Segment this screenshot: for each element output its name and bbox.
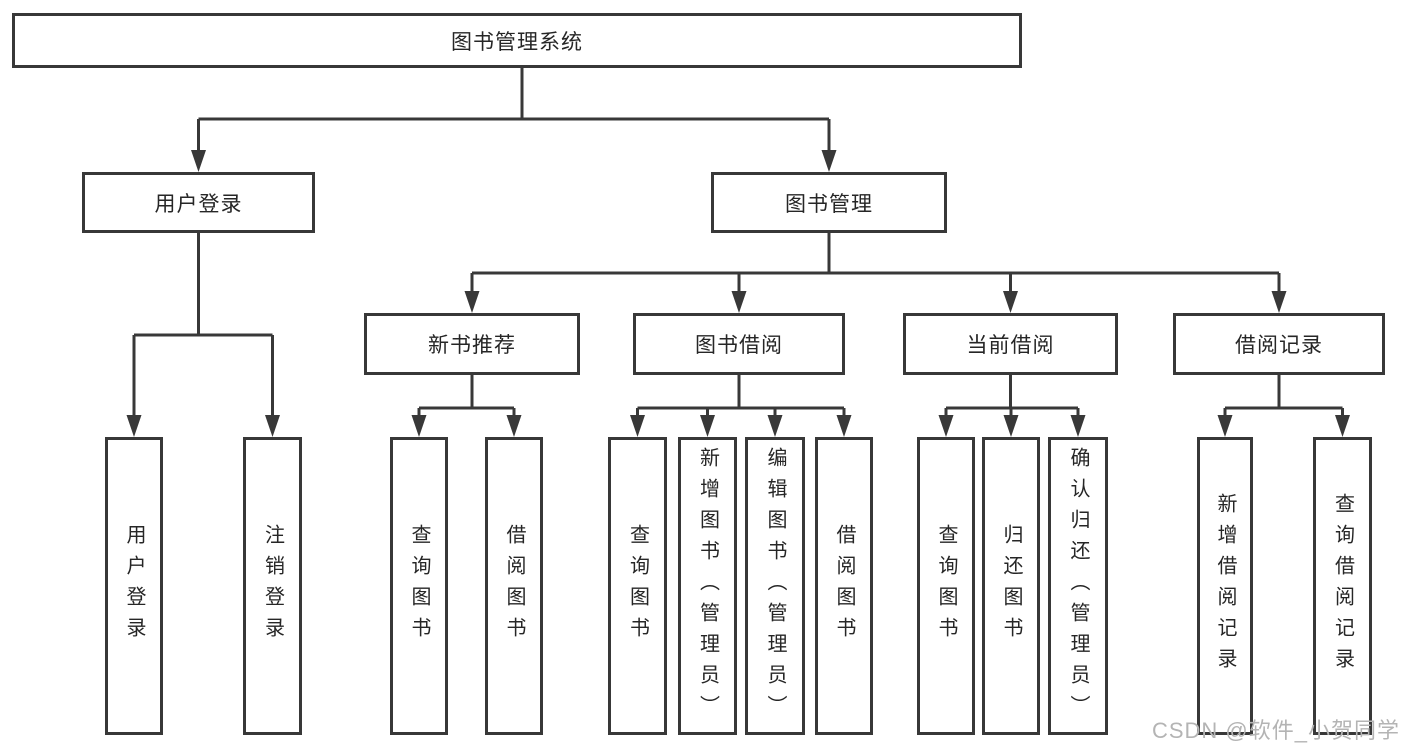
arrowhead-icons bbox=[126, 150, 1350, 437]
leaf-add-books-admin: 新增图书（管理员） bbox=[678, 437, 737, 735]
node-label: 借阅图书 bbox=[833, 524, 855, 648]
tree-edges bbox=[132, 68, 1344, 420]
node-book-management-system: 图书管理系统 bbox=[12, 13, 1022, 68]
node-label: 归还图书 bbox=[1000, 524, 1022, 648]
node-label: 图书借阅 bbox=[695, 334, 783, 357]
node-label: 查询图书 bbox=[935, 524, 957, 648]
node-label: 用户登录 bbox=[154, 192, 243, 216]
node-label: 注销登录 bbox=[261, 524, 284, 648]
node-label: 新书推荐 bbox=[428, 334, 516, 357]
leaf-add-borrow-record: 新增借阅记录 bbox=[1197, 437, 1253, 735]
leaf-borrow-books-recommend: 借阅图书 bbox=[485, 437, 543, 735]
node-book-management: 图书管理 bbox=[711, 172, 947, 233]
node-label: 查询借阅记录 bbox=[1331, 493, 1354, 679]
node-label: 查询图书 bbox=[408, 524, 430, 648]
node-label: 用户登录 bbox=[123, 524, 145, 648]
leaf-edit-books-admin: 编辑图书（管理员） bbox=[745, 437, 805, 735]
node-label: 查询图书 bbox=[626, 524, 649, 648]
node-label: 新增图书（管理员） bbox=[696, 446, 719, 726]
leaf-query-books-current: 查询图书 bbox=[917, 437, 975, 735]
leaf-logout: 注销登录 bbox=[243, 437, 302, 735]
node-user-login: 用户登录 bbox=[82, 172, 315, 233]
node-label: 借阅记录 bbox=[1235, 334, 1323, 357]
node-label: 确认归还（管理员） bbox=[1067, 446, 1089, 726]
leaf-query-books-borrowing: 查询图书 bbox=[608, 437, 667, 735]
csdn-watermark: CSDN @软件_小贺同学 bbox=[1151, 718, 1400, 743]
leaf-borrow-books: 借阅图书 bbox=[815, 437, 873, 735]
node-label: 图书管理 bbox=[785, 192, 873, 216]
node-label: 新增借阅记录 bbox=[1214, 493, 1236, 679]
node-label: 借阅图书 bbox=[503, 524, 525, 648]
node-label: 编辑图书（管理员） bbox=[764, 446, 786, 726]
leaf-query-books-recommend: 查询图书 bbox=[390, 437, 448, 735]
node-label: 图书管理系统 bbox=[451, 30, 583, 54]
node-new-book-recommendation: 新书推荐 bbox=[364, 313, 580, 375]
leaf-confirm-return-admin: 确认归还（管理员） bbox=[1048, 437, 1108, 735]
node-borrowing-records: 借阅记录 bbox=[1173, 313, 1385, 375]
node-label: 当前借阅 bbox=[966, 334, 1055, 357]
node-current-borrowing: 当前借阅 bbox=[903, 313, 1118, 375]
leaf-query-borrow-record: 查询借阅记录 bbox=[1313, 437, 1372, 735]
node-book-borrowing: 图书借阅 bbox=[633, 313, 845, 375]
leaf-user-login: 用户登录 bbox=[105, 437, 163, 735]
leaf-return-books: 归还图书 bbox=[982, 437, 1040, 735]
